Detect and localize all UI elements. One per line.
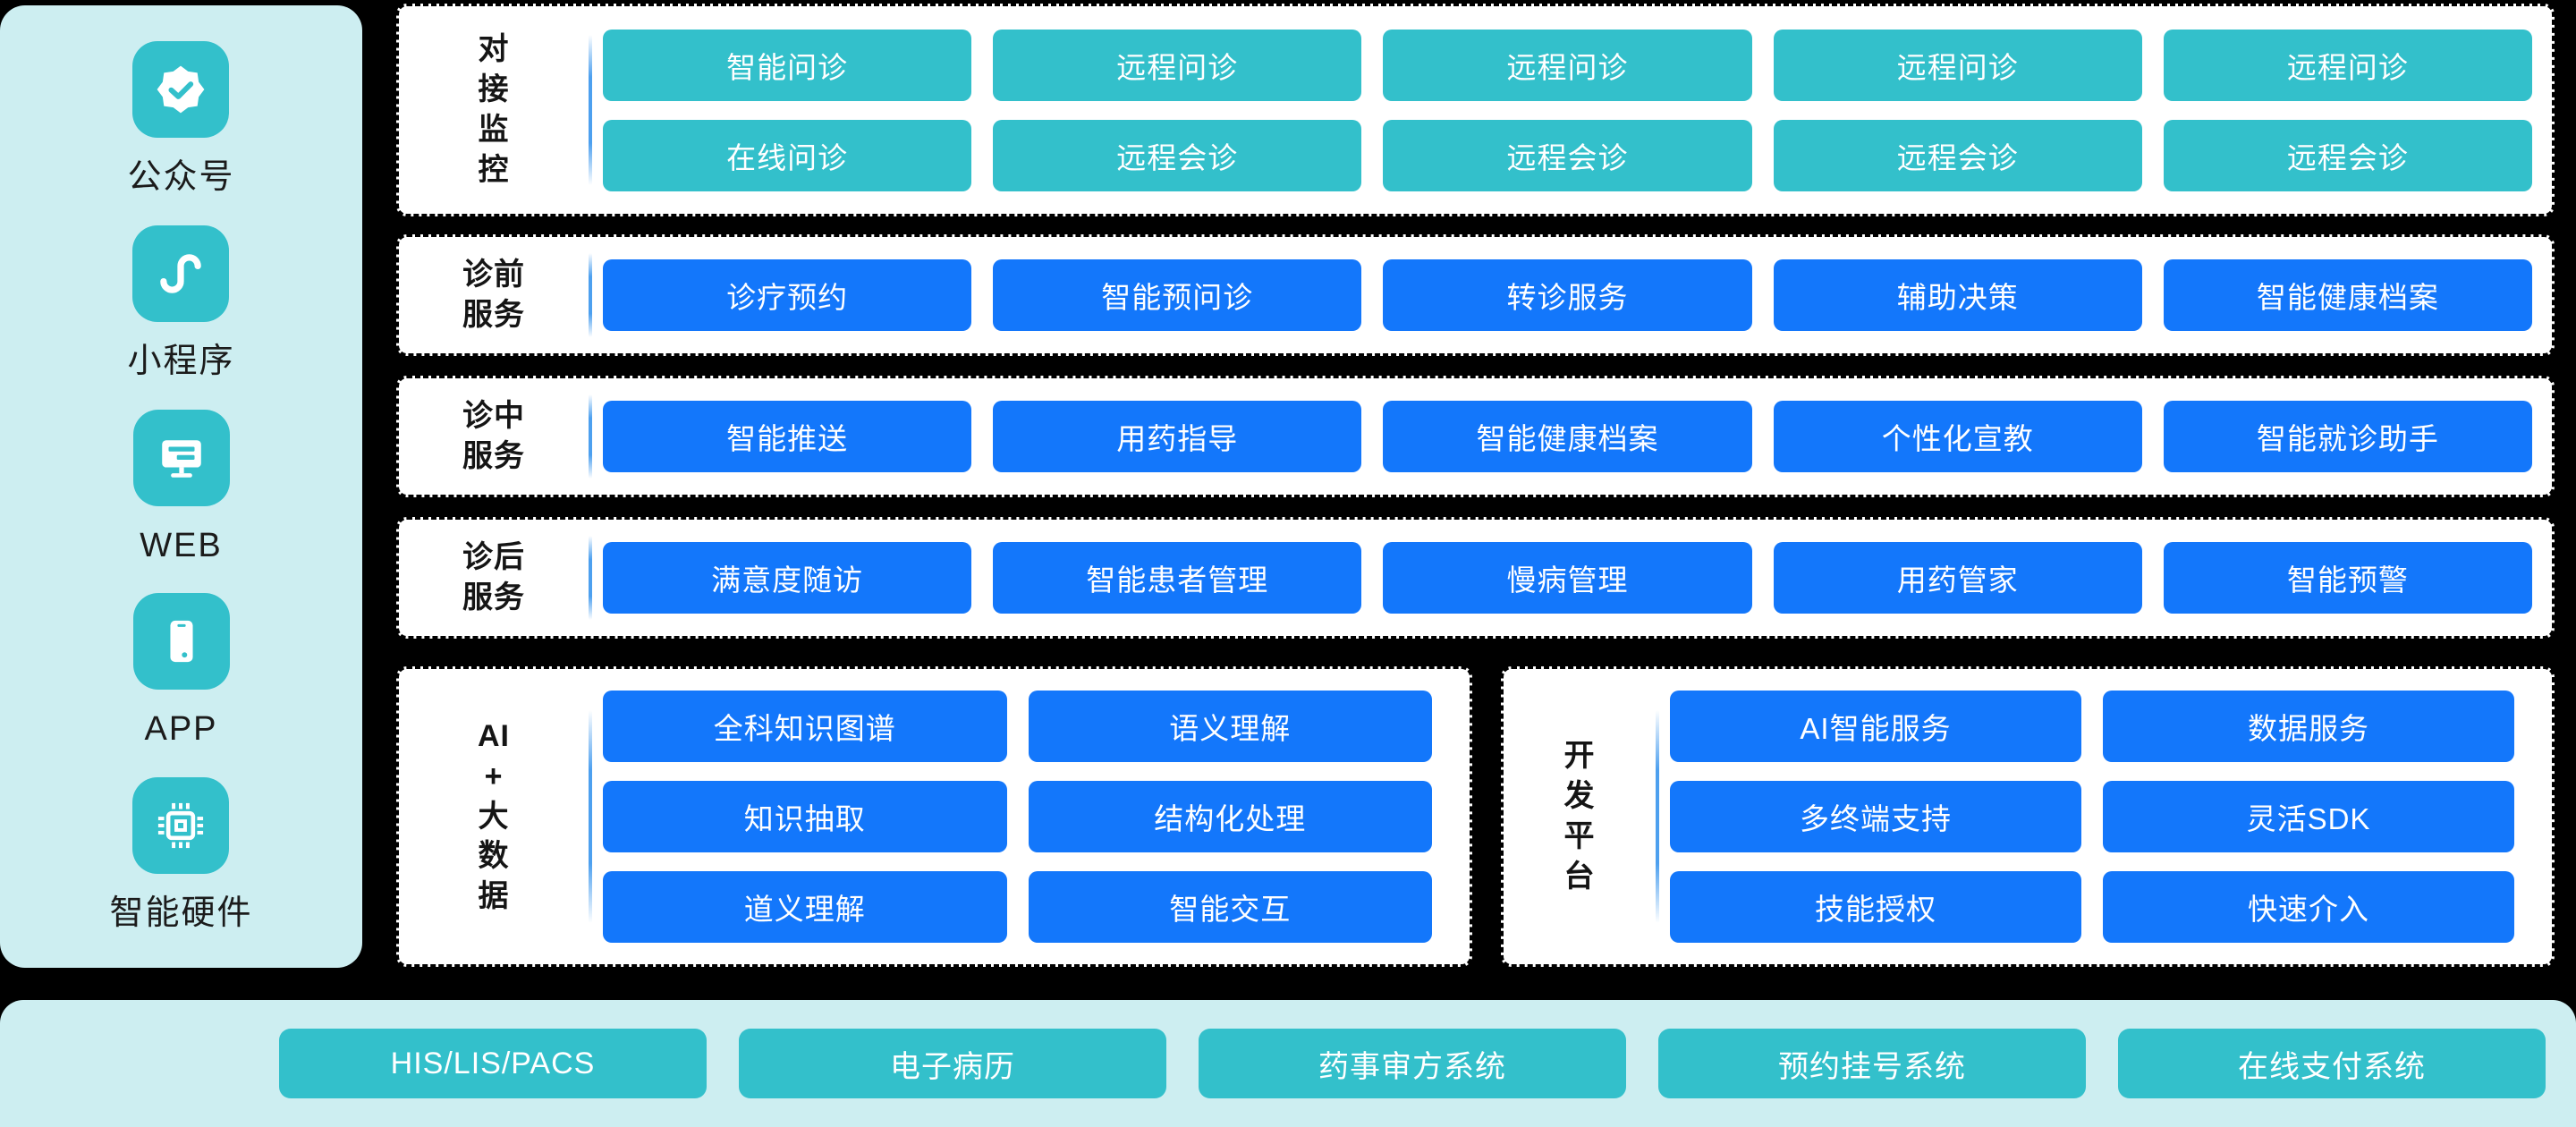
service-button-dev-r1-c0[interactable]: 多终端支持 [1670, 781, 2081, 852]
service-button-ai-r0-c0[interactable]: 全科知识图谱 [603, 691, 1007, 762]
badge-check-icon [132, 41, 230, 138]
sidebar-item-2: WEB [132, 409, 230, 565]
service-button-dev-r2-c1[interactable]: 快速介入 [2103, 871, 2514, 943]
service-button-pre-r0-c3[interactable]: 辅助决策 [1773, 259, 2142, 331]
integration-systems-bar: HIS/LIS/PACS 电子病历药事审方系统预约挂号系统在线支付系统 [0, 1000, 2576, 1127]
service-button-monitor-r1-c3[interactable]: 远程会诊 [1773, 119, 2142, 191]
panel-divider [589, 536, 592, 620]
panel-dev-platform: 开 发 平 台 AI智能服务数据服务多终端支持灵活SDK 技能授权快速介入 [1501, 666, 2555, 967]
chip-icon [132, 777, 230, 875]
panel-divider [589, 394, 592, 479]
integration-system-button-0[interactable]: HIS/LIS/PACS [279, 1029, 707, 1098]
panel-body-dev-platform: AI智能服务数据服务多终端支持灵活SDK 技能授权快速介入 [1659, 669, 2552, 964]
panel-label-post-visit: 诊后 服务 [462, 540, 525, 614]
monitor-icon [132, 409, 230, 506]
service-button-dev-r2-c0[interactable]: 技能授权 [1670, 871, 2081, 943]
integration-system-button-2[interactable]: 药事审方系统 [1199, 1029, 1626, 1098]
integration-system-button-4[interactable]: 在线支付系统 [2118, 1029, 2546, 1098]
service-button-post-r0-c1[interactable]: 智能患者管理 [993, 542, 1362, 614]
sidebar-item-3: APP [132, 593, 230, 749]
panel-divider [589, 710, 592, 923]
service-button-ai-r1-c1[interactable]: 结构化处理 [1028, 781, 1432, 852]
sidebar-item-label: 智能硬件 [109, 894, 253, 933]
sidebar-item-label: WEB [140, 526, 223, 564]
sidebar-item-label: APP [144, 710, 218, 749]
panel-label-dev-platform: 开 发 平 台 [1563, 739, 1596, 894]
service-button-ai-r2-c1[interactable]: 智能交互 [1028, 871, 1432, 943]
sidebar-item-label: 小程序 [127, 342, 235, 380]
service-button-mid-r0-c0[interactable]: 智能推送 [603, 401, 972, 472]
service-button-pre-r0-c4[interactable]: 智能健康档案 [2163, 259, 2532, 331]
integration-system-button-3[interactable]: 预约挂号系统 [1658, 1029, 2086, 1098]
service-button-monitor-r0-c3[interactable]: 远程问诊 [1773, 29, 2142, 101]
service-button-ai-r0-c1[interactable]: 语义理解 [1028, 691, 1432, 762]
sidebar-item-4: 智能硬件 [109, 777, 252, 933]
panel-ai-big-data: AI + 大 数 据 全科知识图谱语义理解知识抽取结构化处理道义理解智能交互 [396, 666, 1472, 967]
service-button-post-r0-c2[interactable]: 慢病管理 [1383, 542, 1752, 614]
service-button-post-r0-c4[interactable]: 智能预警 [2163, 542, 2532, 614]
integration-system-button-1[interactable]: 电子病历 [739, 1029, 1166, 1098]
service-button-mid-r0-c4[interactable]: 智能就诊助手 [2163, 401, 2532, 472]
service-button-dev-r0-c1[interactable]: 数据服务 [2103, 691, 2514, 762]
service-button-ai-r2-c0[interactable]: 道义理解 [603, 871, 1007, 943]
service-button-mid-r0-c2[interactable]: 智能健康档案 [1383, 401, 1752, 472]
service-button-dev-r1-c1[interactable]: 灵活SDK [2103, 781, 2514, 852]
service-button-dev-r0-c0[interactable]: AI智能服务 [1670, 691, 2081, 762]
panel-body-post-visit: 满意度随访智能患者管理慢病管理用药管家智能预警 [592, 520, 2552, 636]
panel-divider [589, 253, 592, 337]
phone-icon [132, 593, 230, 691]
service-button-monitor-r1-c0[interactable]: 在线问诊 [603, 119, 972, 191]
panel-label-in-visit: 诊中 服务 [462, 399, 525, 473]
panel-label-ai-big-data: AI + 大 数 据 [478, 718, 510, 914]
panel-body-docking-monitor: 智能问诊远程问诊远程问诊远程问诊远程问诊在线问诊远程会诊远程会诊远程会诊远程会诊 [592, 6, 2552, 214]
panel-body-in-visit: 智能推送用药指导智能健康档案个性化宣教智能就诊助手 [592, 378, 2552, 495]
service-button-monitor-r1-c4[interactable]: 远程会诊 [2163, 119, 2532, 191]
sidebar-item-label: 公众号 [127, 158, 235, 196]
service-button-post-r0-c3[interactable]: 用药管家 [1773, 542, 2142, 614]
sidebar-item-0: 公众号 [127, 41, 234, 197]
panel-divider [1656, 710, 1659, 923]
service-button-monitor-r0-c4[interactable]: 远程问诊 [2163, 29, 2532, 101]
panel-label-docking-monitor: 对 接 监 控 [478, 32, 510, 187]
channel-sidebar: 公众号小程序 WEB APP 智能硬件 [0, 5, 362, 968]
service-button-mid-r0-c1[interactable]: 用药指导 [993, 401, 1362, 472]
panel-docking-monitor: 对 接 监 控 智能问诊远程问诊远程问诊远程问诊远程问诊在线问诊远程会诊远程会诊… [396, 4, 2555, 216]
service-button-monitor-r1-c1[interactable]: 远程会诊 [993, 119, 1362, 191]
panel-divider [589, 35, 592, 185]
service-button-post-r0-c0[interactable]: 满意度随访 [603, 542, 972, 614]
service-button-monitor-r1-c2[interactable]: 远程会诊 [1383, 119, 1752, 191]
miniprogram-icon [132, 225, 230, 322]
panel-post-visit-service: 诊后 服务 满意度随访智能患者管理慢病管理用药管家智能预警 [396, 517, 2555, 639]
service-button-pre-r0-c2[interactable]: 转诊服务 [1383, 259, 1752, 331]
panel-label-pre-visit: 诊前 服务 [462, 258, 525, 332]
service-button-monitor-r0-c1[interactable]: 远程问诊 [993, 29, 1362, 101]
panel-pre-visit-service: 诊前 服务 诊疗预约智能预问诊转诊服务辅助决策智能健康档案 [396, 234, 2555, 356]
panel-body-ai-big-data: 全科知识图谱语义理解知识抽取结构化处理道义理解智能交互 [592, 669, 1470, 964]
service-button-ai-r1-c0[interactable]: 知识抽取 [603, 781, 1007, 852]
panel-in-visit-service: 诊中 服务 智能推送用药指导智能健康档案个性化宣教智能就诊助手 [396, 376, 2555, 497]
service-button-monitor-r0-c2[interactable]: 远程问诊 [1383, 29, 1752, 101]
service-button-pre-r0-c1[interactable]: 智能预问诊 [993, 259, 1362, 331]
service-button-monitor-r0-c0[interactable]: 智能问诊 [603, 29, 972, 101]
integration-buttons: HIS/LIS/PACS 电子病历药事审方系统预约挂号系统在线支付系统 [279, 1029, 2546, 1098]
panel-body-pre-visit: 诊疗预约智能预问诊转诊服务辅助决策智能健康档案 [592, 237, 2552, 353]
sidebar-item-1: 小程序 [127, 225, 234, 381]
service-button-pre-r0-c0[interactable]: 诊疗预约 [603, 259, 972, 331]
service-button-mid-r0-c3[interactable]: 个性化宣教 [1773, 401, 2142, 472]
